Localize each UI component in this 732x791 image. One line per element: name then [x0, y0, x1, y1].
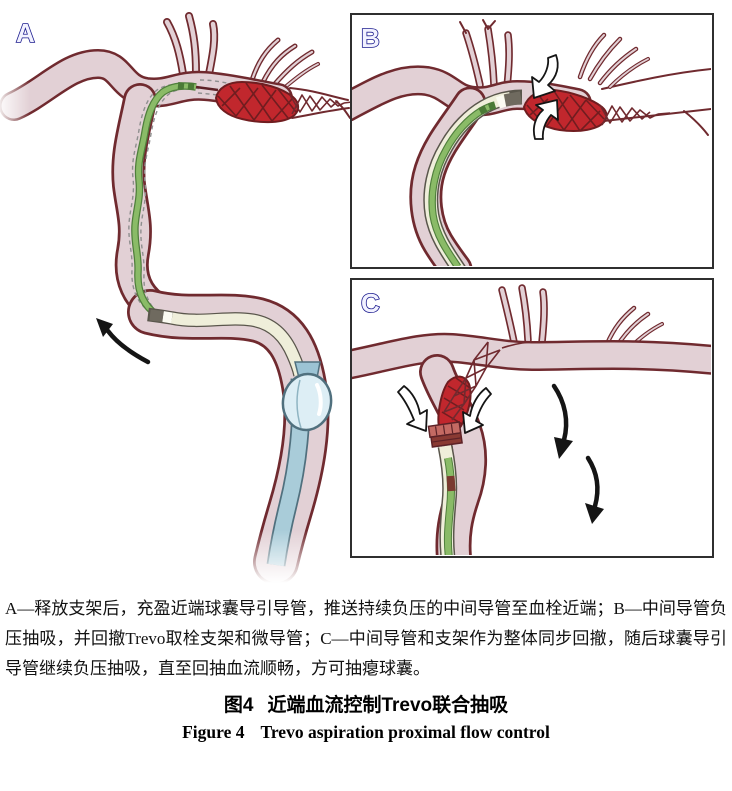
thrombus — [437, 375, 472, 436]
microcatheter-marker — [177, 82, 185, 90]
stent-retriever-mesh — [443, 341, 537, 421]
stent-wire — [501, 341, 537, 349]
balloon-highlight — [315, 383, 323, 416]
withdrawal-arrow-icons — [551, 383, 604, 524]
microcatheter — [443, 457, 456, 555]
panel-a-label: A — [16, 18, 35, 48]
panel-b-label: B — [361, 23, 380, 53]
balloon — [281, 361, 333, 432]
branch-vessels — [163, 12, 320, 90]
catheter-tip-marker — [149, 309, 164, 322]
microcatheter-marker — [187, 82, 195, 90]
figure-title-en: Figure 4 Trevo aspiration proximal flow c… — [5, 722, 727, 743]
branch-vessels — [498, 284, 664, 352]
stent-retriever-mesh — [289, 94, 350, 115]
figure-title-zh: 图4 近端血流控制Trevo联合抽吸 — [5, 690, 727, 717]
bottom-fade — [215, 530, 350, 592]
microcatheter — [428, 101, 497, 266]
main-vessel — [352, 332, 711, 555]
figure-title-en-text: Trevo aspiration proximal flow control — [260, 721, 550, 742]
catheter-tip-band — [495, 94, 508, 109]
aspiration-arrow-icons — [397, 385, 492, 434]
distal-vessel — [289, 87, 350, 119]
catheter-tip-band — [162, 311, 173, 324]
microwire-tip — [195, 85, 219, 92]
microcatheter-marker — [478, 105, 488, 115]
microcatheter-dashed-path — [128, 79, 233, 318]
panel-C: C — [350, 278, 714, 558]
panel-a-illustration: A — [0, 12, 350, 592]
left-fade — [0, 82, 30, 128]
microcatheter-marker — [487, 101, 497, 111]
aspiration-arrow-icons — [531, 54, 559, 140]
figure-caption: A—释放支架后，充盈近端球囊导引导管，推送持续负压的中间导管至血栓近端；B—中间… — [5, 599, 727, 678]
panel-c-illustration: C — [352, 284, 711, 555]
figure-number-zh: 图4 — [223, 694, 254, 716]
panel-A: A — [0, 0, 350, 592]
panel-B: B — [350, 13, 714, 269]
figure-title-zh-text: 近端血流控制Trevo联合抽吸 — [267, 694, 509, 716]
microcatheter — [131, 82, 219, 319]
advance-arrow-icon — [96, 318, 151, 365]
microcatheter-marker — [446, 475, 456, 492]
stent-retriever-mesh — [599, 104, 671, 126]
panel-b-illustration: B — [352, 19, 711, 266]
catheter-tip-marker — [503, 91, 523, 107]
caption-block: A—释放支架后，充盈近端球囊导引导管，推送持续负压的中间导管至血栓近端；B—中间… — [5, 594, 727, 743]
panel-c-label: C — [361, 288, 380, 318]
catheter-tip-marker — [427, 421, 463, 448]
figure-number-en: Figure 4 — [182, 721, 245, 742]
